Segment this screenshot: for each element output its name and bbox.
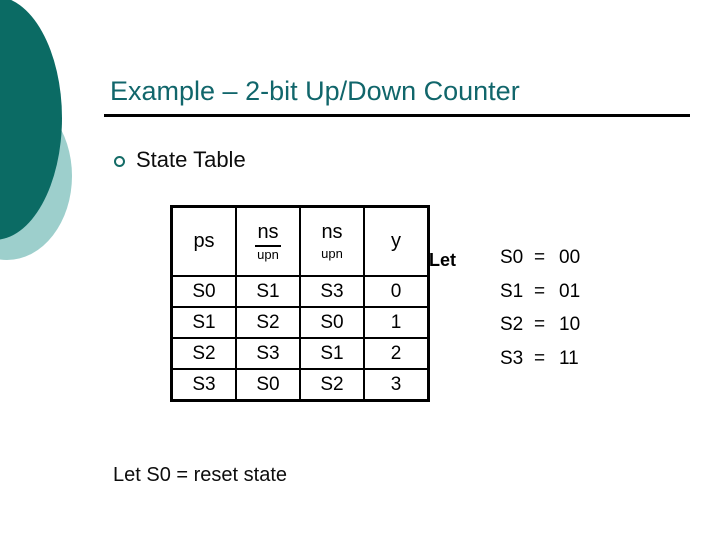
- table-cell: S0: [170, 275, 237, 308]
- encoding-bits: 00: [559, 247, 581, 268]
- header-top-text: ps: [193, 230, 215, 252]
- table-cell: 3: [363, 368, 430, 402]
- table-cell: 0: [363, 275, 430, 308]
- slide-title: Example – 2-bit Up/Down Counter: [110, 76, 520, 106]
- table-row: S0 S1 S3 0: [170, 275, 430, 308]
- encoding-state: S1: [500, 280, 524, 302]
- hollow-circle-bullet-icon: [114, 155, 125, 167]
- encoding-bits: 10: [559, 314, 581, 335]
- list-item: S1 = 01: [500, 281, 580, 315]
- encoding-equals: =: [534, 347, 546, 369]
- table-cell: S2: [235, 306, 301, 339]
- header-sub-text: upn: [321, 246, 343, 261]
- state-encoding-list: S0 = 00 S1 = 01 S2 = 10 S3 = 11: [500, 247, 580, 381]
- state-table-header-row: ps ns upn ns upn y: [170, 205, 430, 277]
- table-cell: 2: [363, 337, 430, 370]
- table-cell: S2: [299, 368, 365, 402]
- table-cell: S3: [235, 337, 301, 370]
- encoding-equals: =: [534, 280, 546, 302]
- header-cell-ps: ps: [170, 205, 237, 277]
- table-row: S2 S3 S1 2: [170, 337, 430, 370]
- encoding-bits: 01: [559, 280, 581, 302]
- encoding-bits: 11: [559, 347, 579, 369]
- header-sub-text-overbarred: upn: [255, 244, 281, 262]
- list-item: S0 = 00: [500, 247, 580, 281]
- table-cell: S1: [170, 306, 237, 339]
- table-cell: S3: [170, 368, 237, 402]
- list-item: S3 = 11: [500, 348, 580, 382]
- encoding-equals: =: [534, 247, 546, 268]
- reset-state-note: Let S0 = reset state: [113, 464, 287, 486]
- table-cell: S0: [299, 306, 365, 339]
- state-table-body: ps ns upn ns upn y: [170, 205, 430, 402]
- table-cell: S0: [235, 368, 301, 402]
- bullet-item-state-table: State Table: [114, 147, 246, 173]
- table-cell: S1: [235, 275, 301, 308]
- title-underline-rule: [104, 114, 690, 117]
- encoding-state: S3: [500, 347, 524, 369]
- encoding-state: S2: [500, 314, 524, 335]
- table-cell: 1: [363, 306, 430, 339]
- table-cell: S2: [170, 337, 237, 370]
- table-cell: S1: [299, 337, 365, 370]
- state-transition-table: ps ns upn ns upn y: [170, 205, 430, 402]
- header-top-text: ns: [257, 220, 279, 243]
- encoding-state: S0: [500, 247, 524, 268]
- header-cell-ns-upn-bar: ns upn: [235, 205, 301, 277]
- encoding-let-label: Let: [429, 250, 456, 270]
- header-cell-y: y: [363, 205, 430, 277]
- header-top-text: ns: [321, 221, 343, 243]
- header-cell-ns-upn: ns upn: [299, 205, 365, 277]
- header-top-text: y: [391, 230, 401, 252]
- bullet-item-label: State Table: [136, 147, 246, 172]
- list-item: S2 = 10: [500, 314, 580, 348]
- table-row: S1 S2 S0 1: [170, 306, 430, 339]
- table-cell: S3: [299, 275, 365, 308]
- encoding-equals: =: [534, 314, 546, 335]
- table-row: S3 S0 S2 3: [170, 368, 430, 402]
